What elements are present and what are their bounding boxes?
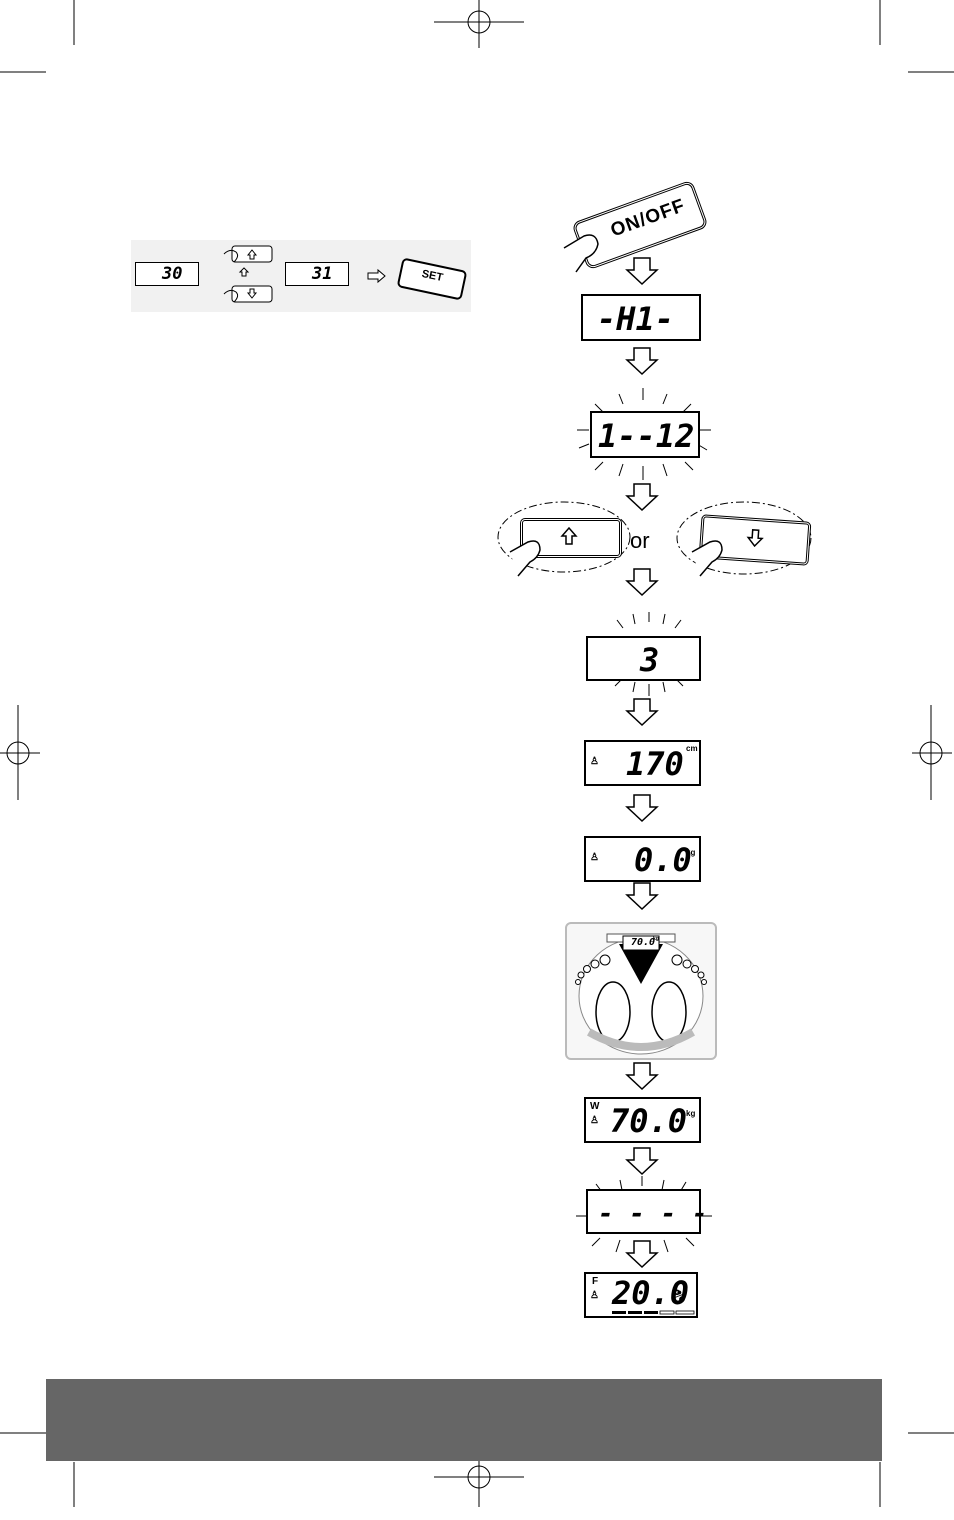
lcd-height: ♙ 170 cm	[584, 740, 701, 786]
lcd-zero-unit: kg	[686, 848, 696, 857]
flow-arrows	[625, 257, 659, 1269]
lcd-hi-value: -H1-	[597, 300, 675, 338]
person-icon-weight: ♙	[590, 1115, 599, 1126]
set-button[interactable]: SET	[396, 257, 468, 301]
person-icon-zero: ♙	[590, 852, 599, 863]
down-button[interactable]	[698, 514, 812, 566]
or-label: or	[630, 528, 650, 553]
registration-mark-top	[434, 0, 524, 48]
lcd-fat-label: F	[592, 1276, 599, 1287]
lcd-fat: F ♙ 20.0 %	[584, 1272, 698, 1318]
flash-rays-range	[577, 388, 711, 480]
example-lcd-31: 31	[285, 262, 349, 286]
lcd-fat-unit: %	[674, 1286, 685, 1307]
lcd-weight: W ♙ 70.0 kg	[584, 1097, 701, 1143]
lcd-user: 3	[586, 636, 701, 681]
scale-display-unit: kg	[653, 936, 659, 942]
example-right-arrow-icon	[367, 268, 386, 284]
example-up-down-buttons	[223, 245, 273, 303]
lcd-range: 1--12	[590, 411, 700, 458]
arrow-down-icon	[746, 529, 764, 548]
lcd-hi: -H1-	[581, 294, 701, 341]
scale-display-value: 70.0	[631, 937, 656, 948]
example-lcd-30-value: 30	[162, 264, 183, 284]
example-lcd-30: 30	[135, 262, 199, 286]
lcd-zero: ♙ 0.0 kg	[584, 836, 701, 882]
finger-on-off-icon	[563, 234, 599, 273]
arrow-up-icon	[560, 526, 578, 545]
registration-mark-bottom	[434, 1460, 524, 1507]
person-icon-fat: ♙	[590, 1290, 599, 1301]
registration-mark-left	[0, 705, 40, 800]
example-strip: 30 31 SET	[131, 240, 471, 312]
finger-down-icon	[691, 540, 723, 577]
lcd-weight-unit: kg	[686, 1109, 696, 1118]
lcd-fat-value: 20.0	[612, 1274, 690, 1312]
set-button-label: SET	[420, 267, 445, 285]
down-button-halo	[676, 501, 812, 575]
bathroom-scale: 70.0 kg	[565, 922, 717, 1060]
up-button-halo	[497, 501, 631, 573]
example-lcd-31-value: 31	[312, 264, 333, 284]
fat-level-bar	[612, 1310, 695, 1315]
registration-mark-right	[912, 705, 952, 800]
lcd-height-unit: cm	[686, 744, 698, 753]
lcd-dashes-value: - - - -	[598, 1199, 708, 1229]
finger-up-icon	[509, 540, 541, 577]
lcd-weight-value: 70.0	[610, 1102, 688, 1140]
up-button[interactable]	[520, 518, 622, 558]
lcd-dashes: - - - -	[586, 1189, 708, 1234]
lcd-zero-value: 0.0	[634, 841, 692, 879]
flash-rays-dashes	[576, 1176, 712, 1253]
lcd-height-value: 170	[626, 745, 684, 783]
person-icon: ♙	[590, 756, 599, 767]
lcd-weight-label: W	[590, 1101, 600, 1112]
lcd-range-value: 1--12	[598, 417, 695, 455]
scale-drawing	[575, 933, 707, 1055]
footer-band	[46, 1379, 882, 1461]
lcd-user-value: 3	[640, 641, 660, 679]
